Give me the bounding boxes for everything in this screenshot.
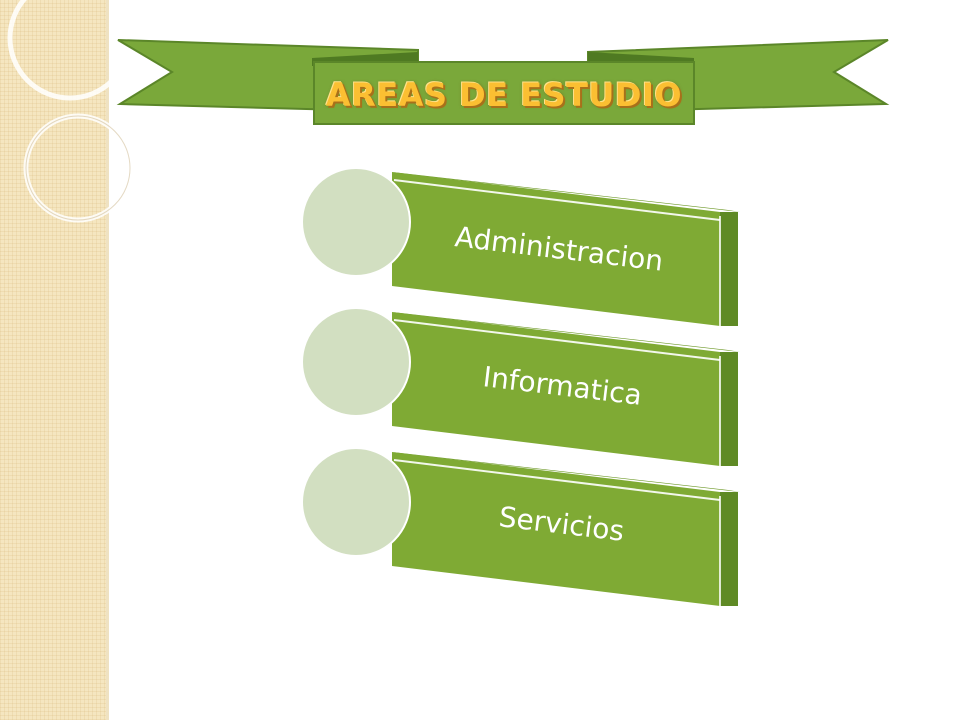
item-circle bbox=[301, 167, 411, 277]
study-area-item: Informatica bbox=[301, 307, 740, 466]
decorative-rings bbox=[7, 0, 133, 223]
study-area-item: Administracion bbox=[301, 167, 740, 326]
title-banner bbox=[116, 39, 890, 125]
item-block-top bbox=[392, 172, 740, 212]
item-block-top bbox=[392, 312, 740, 352]
item-block-side bbox=[720, 352, 738, 466]
item-block-side bbox=[720, 492, 738, 606]
decorative-ring-top bbox=[7, 0, 133, 101]
sidebar-edge bbox=[106, 0, 109, 720]
item-block-side bbox=[720, 212, 738, 326]
page-title: AREAS DE ESTUDIO bbox=[325, 76, 683, 114]
ribbon-center-panel bbox=[313, 61, 695, 125]
item-block-top bbox=[392, 452, 740, 492]
item-circle bbox=[301, 307, 411, 417]
study-area-item: Servicios bbox=[301, 447, 740, 606]
item-circle bbox=[301, 447, 411, 557]
